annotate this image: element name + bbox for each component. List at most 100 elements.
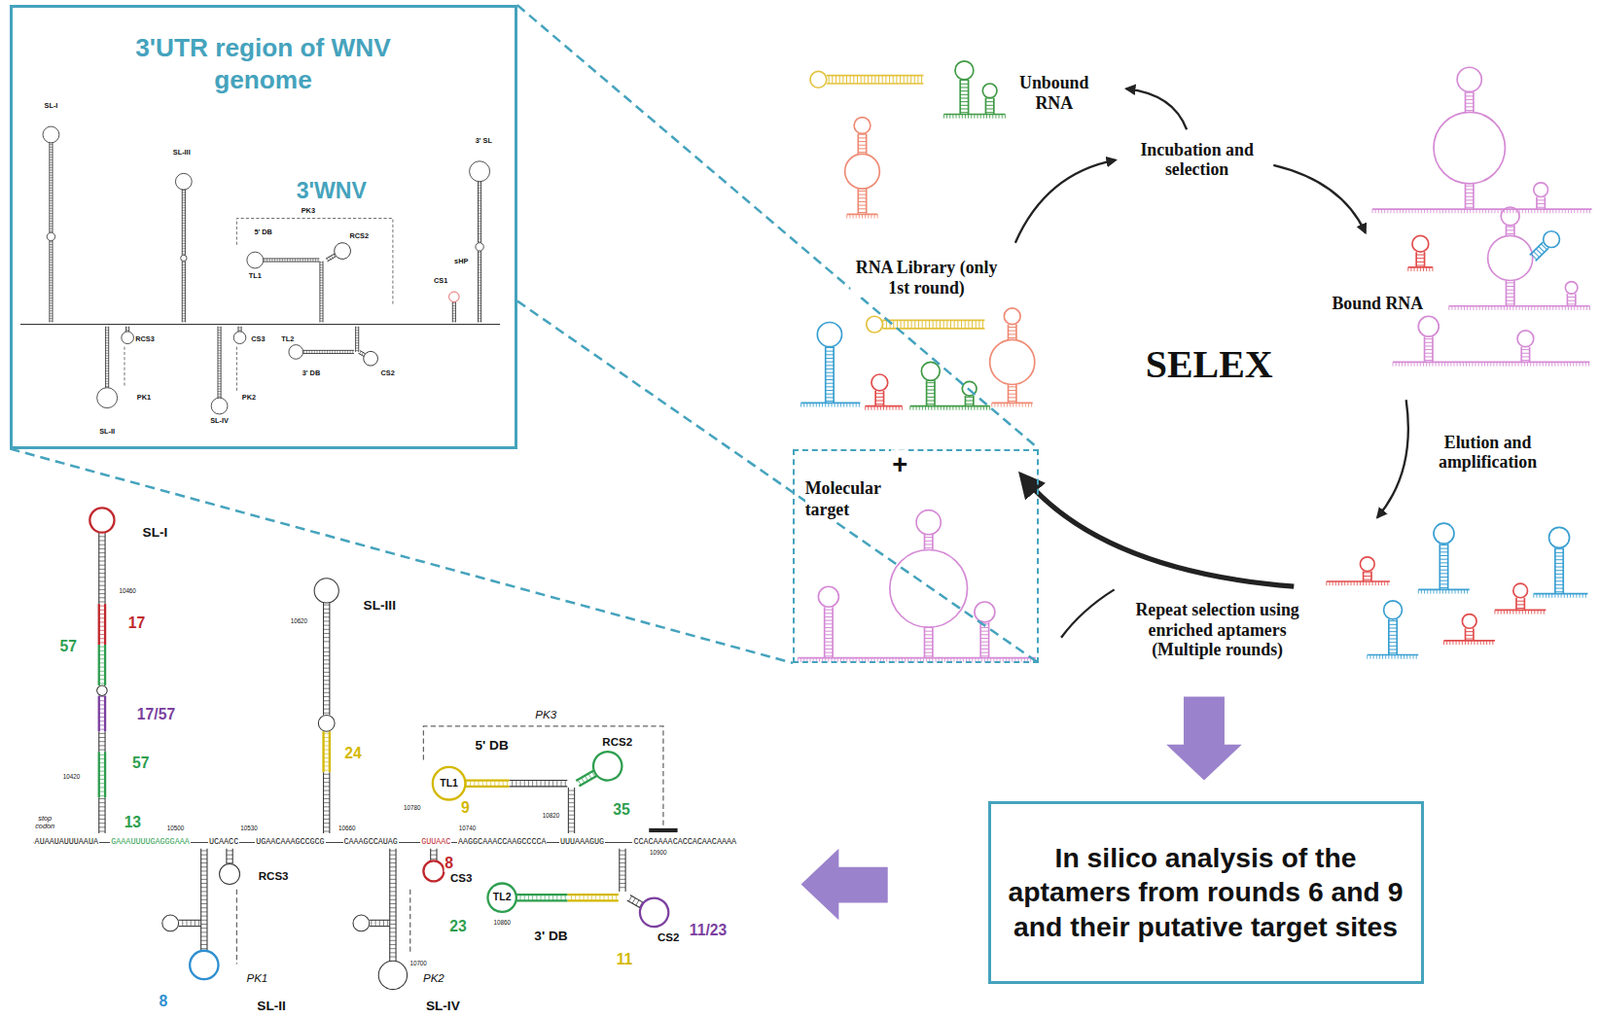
rna-hairpin [924, 652, 932, 654]
rna-hairpin [1561, 361, 1563, 366]
rna-hairpin [49, 167, 53, 169]
rna-hairpin [1439, 548, 1448, 550]
rna-hairpin [1328, 581, 1330, 586]
rna-hairpin [1435, 361, 1437, 366]
rna-hairpin [1407, 361, 1409, 366]
rna-hairpin [233, 331, 247, 345]
rna-hairpin [875, 400, 884, 402]
rna-hairpin [892, 320, 894, 328]
rna-hairpin [1443, 640, 1494, 642]
rna-hairpin [1457, 589, 1459, 594]
rna-hairpin [1564, 306, 1566, 311]
rna-hairpin [1008, 393, 1017, 395]
rna-hairpin [49, 313, 53, 315]
rna-hairpin [455, 302, 457, 323]
rna-hairpin [619, 866, 626, 868]
rna-hairpin [1579, 361, 1581, 366]
rna-hairpin [201, 890, 208, 892]
rna-hairpin [323, 770, 330, 772]
nucleotide-sequence: CAAAGCCAUAG [343, 838, 399, 849]
rna-hairpin [189, 951, 218, 980]
rna-hairpin [181, 920, 183, 926]
rna-hairpin [478, 241, 482, 243]
rna-hairpin [1569, 594, 1571, 599]
rna-hairpin [498, 781, 500, 787]
rna-hairpin [201, 903, 208, 905]
rna-hairpin [181, 272, 185, 274]
rna-hairpin [469, 161, 491, 182]
rna-hairpin [860, 75, 862, 84]
rna-hairpin [99, 540, 106, 542]
rna-hairpin [1411, 209, 1413, 214]
rna-hairpin [475, 243, 484, 251]
rna-hairpin [1467, 640, 1469, 645]
rna-hairpin [1356, 581, 1358, 586]
rna-hairpin [824, 616, 833, 618]
rna-hairpin [619, 879, 626, 881]
step-label: Elution and amplification [1421, 431, 1554, 472]
rna-hairpin [1414, 267, 1416, 272]
rna-hairpin [1545, 594, 1547, 599]
rna-hairpin [1443, 614, 1494, 645]
rna-hairpin [320, 269, 323, 271]
rna-hairpin [1555, 584, 1564, 586]
rna-hairpin [1363, 571, 1372, 573]
rna-hairpin [1493, 609, 1495, 614]
rna-hairpin [1439, 583, 1448, 585]
rna-hairpin [1470, 640, 1472, 645]
rna-hairpin [1491, 306, 1493, 311]
rna-hairpin [219, 849, 241, 886]
rna-hairpin [973, 406, 975, 411]
rna-hairpin [1552, 209, 1554, 214]
rna-hairpin [570, 894, 572, 901]
rna-hairpin [907, 320, 909, 328]
rna-hairpin [320, 284, 323, 286]
rna-hairpin [304, 258, 306, 262]
rna-hairpin [49, 156, 53, 158]
rna-hairpin [323, 778, 330, 780]
rna-hairpin [1338, 581, 1340, 586]
rna-hairpin [1555, 563, 1564, 565]
rna-hairpin [189, 849, 218, 980]
rna-hairpin [946, 406, 948, 411]
rna-hairpin [1525, 609, 1527, 614]
rna-hairpin [1368, 581, 1370, 586]
rna-hairpin [825, 361, 834, 363]
rna-hairpin [891, 406, 893, 411]
rna-hairpin [1379, 655, 1381, 660]
rna-hairpin [956, 406, 958, 411]
rna-hairpin [201, 931, 208, 933]
rna-hairpin [478, 282, 482, 284]
rna-hairpin [924, 543, 932, 545]
rna-hairpin [926, 390, 935, 392]
rna-hairpin [967, 406, 969, 411]
sequence-element-label: RCS2 [601, 736, 634, 749]
rna-hairpin [353, 915, 370, 932]
rna-hairpin [320, 294, 323, 296]
rna-hairpin [630, 894, 644, 903]
target-label: Molecular target [805, 477, 900, 522]
rna-hairpin [1483, 640, 1485, 645]
rna-hairpin [106, 353, 109, 355]
rna-hairpin [960, 111, 968, 113]
rna-hairpin [1585, 594, 1587, 599]
rna-hairpin [106, 340, 109, 342]
rna-hairpin [320, 310, 323, 312]
rna-hairpin [310, 258, 312, 262]
rna-hairpin [320, 277, 323, 279]
rna-hairpin [42, 126, 60, 322]
rna-hairpin [903, 320, 905, 328]
rna-hairpin [970, 113, 972, 118]
rna-hairpin [910, 75, 912, 84]
rna-hairpin [46, 232, 55, 241]
rna-hairpin [201, 899, 208, 901]
rna-hairpin [478, 182, 482, 184]
rna-hairpin [1421, 209, 1423, 214]
rna-hairpin [922, 320, 924, 328]
rna-hairpin [926, 396, 935, 398]
rna-hairpin [1517, 330, 1534, 363]
rna-hairpin [520, 894, 522, 901]
rna-hairpin [99, 552, 106, 554]
rna-hairpin [870, 406, 872, 411]
rna-hairpin [1469, 209, 1471, 214]
